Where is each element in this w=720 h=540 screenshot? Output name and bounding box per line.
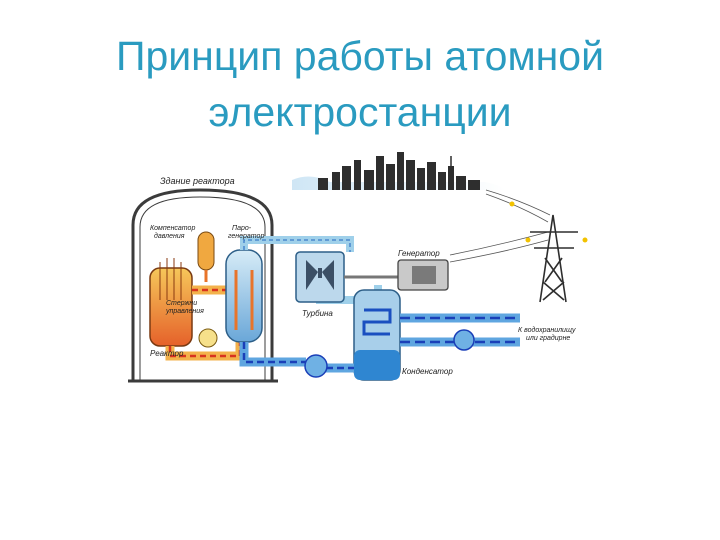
label-reactor: Реактор [150, 349, 184, 358]
label-generator: Генератор [398, 249, 440, 258]
label-rods-1: Стержни [166, 300, 197, 307]
label-condenser: Конденсатор [402, 367, 453, 376]
generator [397, 259, 449, 291]
turbine [295, 251, 345, 303]
pressurizer [197, 231, 215, 282]
label-pressurizer-2: давления [154, 232, 185, 240]
steam-generator [225, 249, 263, 343]
page-title: Принцип работы атомной электростанции [0, 28, 720, 140]
spark-icon [509, 201, 588, 243]
condenser [353, 289, 401, 381]
title-line-2: электростанции [208, 89, 512, 135]
label-turbine: Турбина [302, 309, 333, 318]
label-outlet-2: или градирне [526, 334, 570, 342]
feedwater-pump [304, 354, 328, 378]
label-building: Здание реактора [160, 176, 235, 186]
city-skyline [292, 152, 505, 190]
cooling-water-pump [453, 329, 475, 351]
label-steam-gen-2: генератор [228, 233, 264, 240]
feedwater-loop [239, 342, 354, 373]
label-outlet-1: К водохранилищу [518, 326, 576, 334]
title-line-1: Принцип работы атомной [116, 33, 604, 79]
transmission-tower-icon [530, 214, 578, 303]
coolant-pump [198, 328, 218, 348]
label-pressurizer-1: Компенсатор [150, 225, 195, 232]
label-steam-gen-1: Паро- [232, 225, 252, 232]
power-lines [449, 189, 551, 263]
label-rods-2: управления [165, 308, 204, 315]
